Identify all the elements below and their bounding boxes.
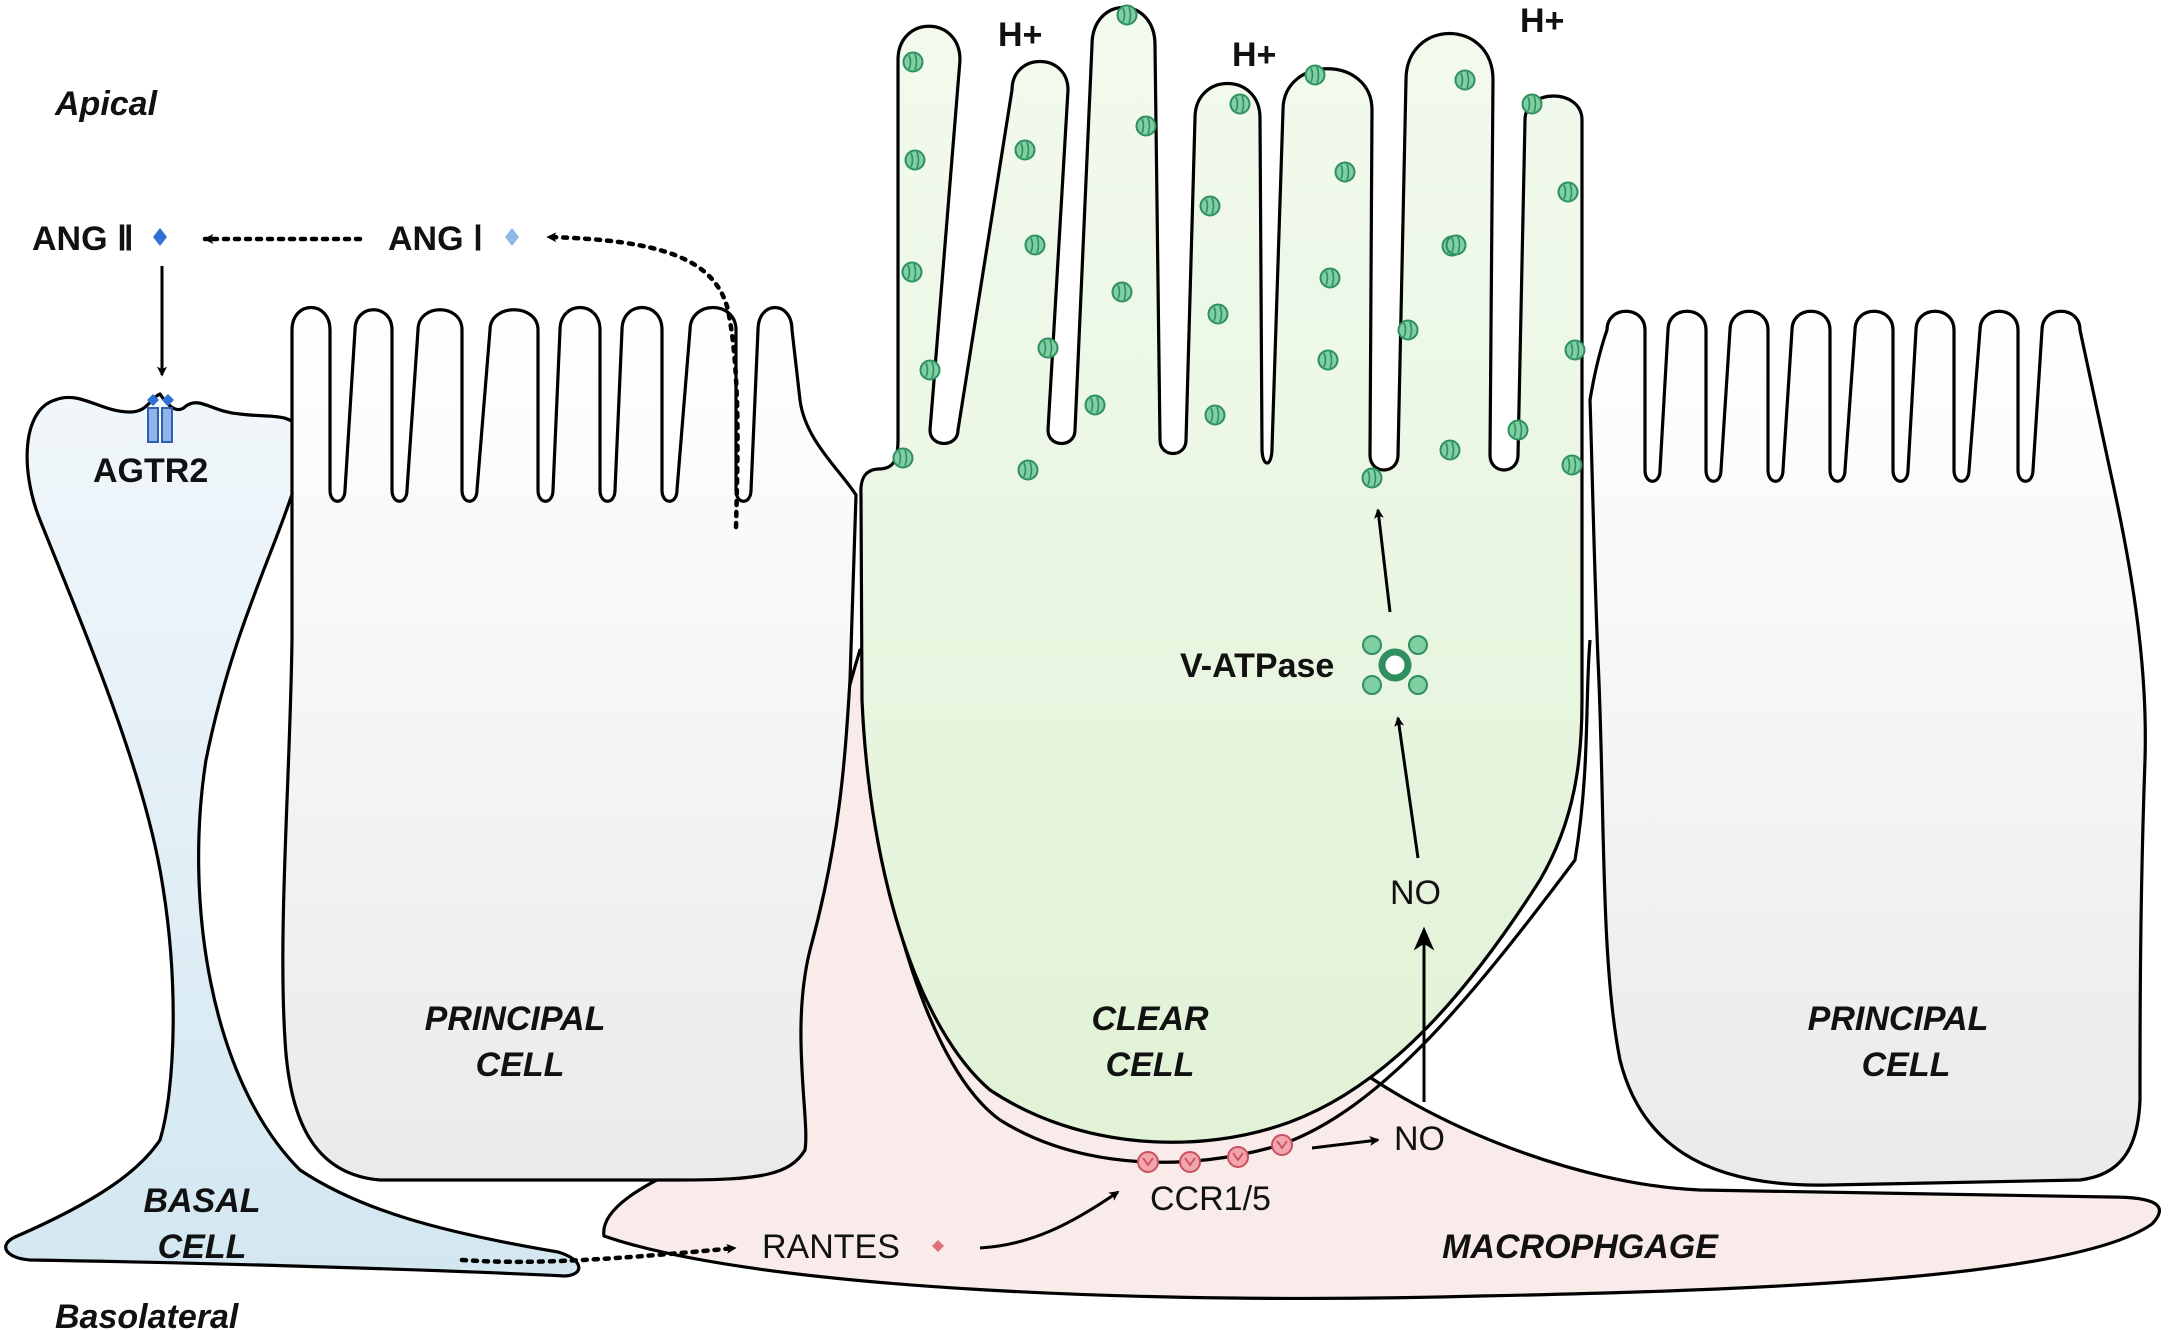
no-label-upper: NO (1390, 874, 1441, 912)
principal-cell-left (281, 305, 858, 1182)
clear-cell-outer-membrane (861, 639, 1592, 1164)
region-label-basolateral: Basolateral (55, 1298, 240, 1330)
agtr2-receptor-icon (147, 394, 174, 443)
clear-cell-label-line2: CELL (1106, 1046, 1195, 1084)
arrow-rantes-to-ccr (979, 1190, 1120, 1250)
arrow-no-to-v-atpase (1394, 716, 1420, 859)
arrow-v-atpase-to-apical (1374, 508, 1392, 613)
region-label-apical: Apical (54, 85, 159, 123)
principal-cell-right-label-line2: CELL (1862, 1046, 1951, 1084)
ang1-marker-icon (505, 228, 519, 246)
ang2-label: ANG Ⅱ (32, 220, 134, 258)
h-plus-label-2: H+ (1232, 36, 1276, 74)
v-atpase-complex-icon (1362, 635, 1428, 695)
macrophage-label: MACROPHGAGE (1442, 1228, 1719, 1266)
pathway-arrows (157, 232, 1435, 1265)
ang1-label: ANG Ⅰ (388, 220, 483, 258)
ang2-marker-icon (153, 228, 167, 246)
no-label-lower: NO (1394, 1120, 1445, 1158)
arrow-principal-to-ang1 (545, 232, 740, 530)
basal-cell-label-line1: BASAL (143, 1182, 260, 1220)
rantes-marker-icon (932, 1240, 944, 1252)
rantes-label: RANTES (762, 1228, 900, 1266)
principal-cell-left-label-line1: PRINCIPAL (425, 1000, 606, 1038)
h-plus-label-1: H+ (998, 16, 1042, 54)
basal-cell-label-line2: CELL (158, 1228, 247, 1266)
arrow-basal-to-rantes (459, 1243, 738, 1265)
basal-cell (4, 392, 581, 1278)
principal-cell-right (1588, 309, 2147, 1187)
clear-cell-label-line1: CLEAR (1091, 1000, 1209, 1038)
arrow-ccr-to-no (1311, 1136, 1380, 1150)
agtr2-label: AGTR2 (93, 452, 208, 490)
v-atpase-label: V-ATPase (1180, 647, 1334, 685)
principal-cell-left-label-line2: CELL (476, 1046, 565, 1084)
ccr-label: CCR1/5 (1150, 1180, 1271, 1218)
h-plus-label-3: H+ (1520, 2, 1564, 40)
clear-cell (859, 6, 1584, 1144)
principal-cell-right-label-line1: PRINCIPAL (1808, 1000, 1989, 1038)
